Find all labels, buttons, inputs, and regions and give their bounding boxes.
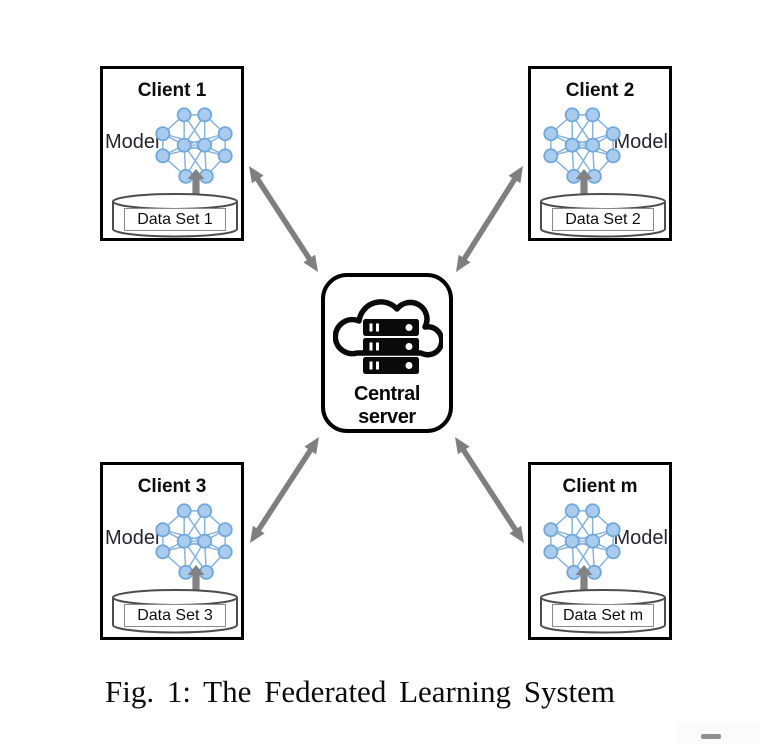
model-label: Model: [105, 527, 160, 549]
client-3-panel: Client 3 Model Data Set 3: [100, 462, 244, 640]
model-label: Model: [613, 527, 668, 549]
model-label: Model: [105, 131, 160, 153]
corner-shade: [676, 722, 760, 744]
corner-dash: [701, 734, 721, 739]
client-title: Client 1: [137, 80, 207, 101]
client-title: Client 2: [565, 80, 635, 101]
database-cylinder-icon: Data Set 3: [110, 589, 240, 634]
server-rack-icon: [363, 319, 419, 374]
figure-caption: Fig. 1: The Federated Learning System: [105, 674, 615, 709]
client-2-panel: Client 2 Model Data Set 2: [528, 66, 672, 241]
dataset-label: Data Set 3: [124, 604, 226, 627]
client-title: Client m: [562, 476, 638, 497]
dataset-label: Data Set m: [552, 604, 654, 627]
dataset-label: Data Set 1: [124, 208, 226, 231]
central-server-panel: Central server: [321, 273, 453, 433]
dataset-label: Data Set 2: [552, 208, 654, 231]
cloud-server-icon: [333, 299, 443, 374]
database-cylinder-icon: Data Set 1: [110, 193, 240, 238]
model-label: Model: [613, 131, 668, 153]
client-m-panel: Client m Model Data Set m: [528, 462, 672, 640]
database-cylinder-icon: Data Set m: [538, 589, 668, 634]
client-1-panel: Client 1 Model Data Set 1: [100, 66, 244, 241]
client-title: Client 3: [137, 476, 207, 497]
database-cylinder-icon: Data Set 2: [538, 193, 668, 238]
central-server-label: Central server: [353, 383, 421, 428]
